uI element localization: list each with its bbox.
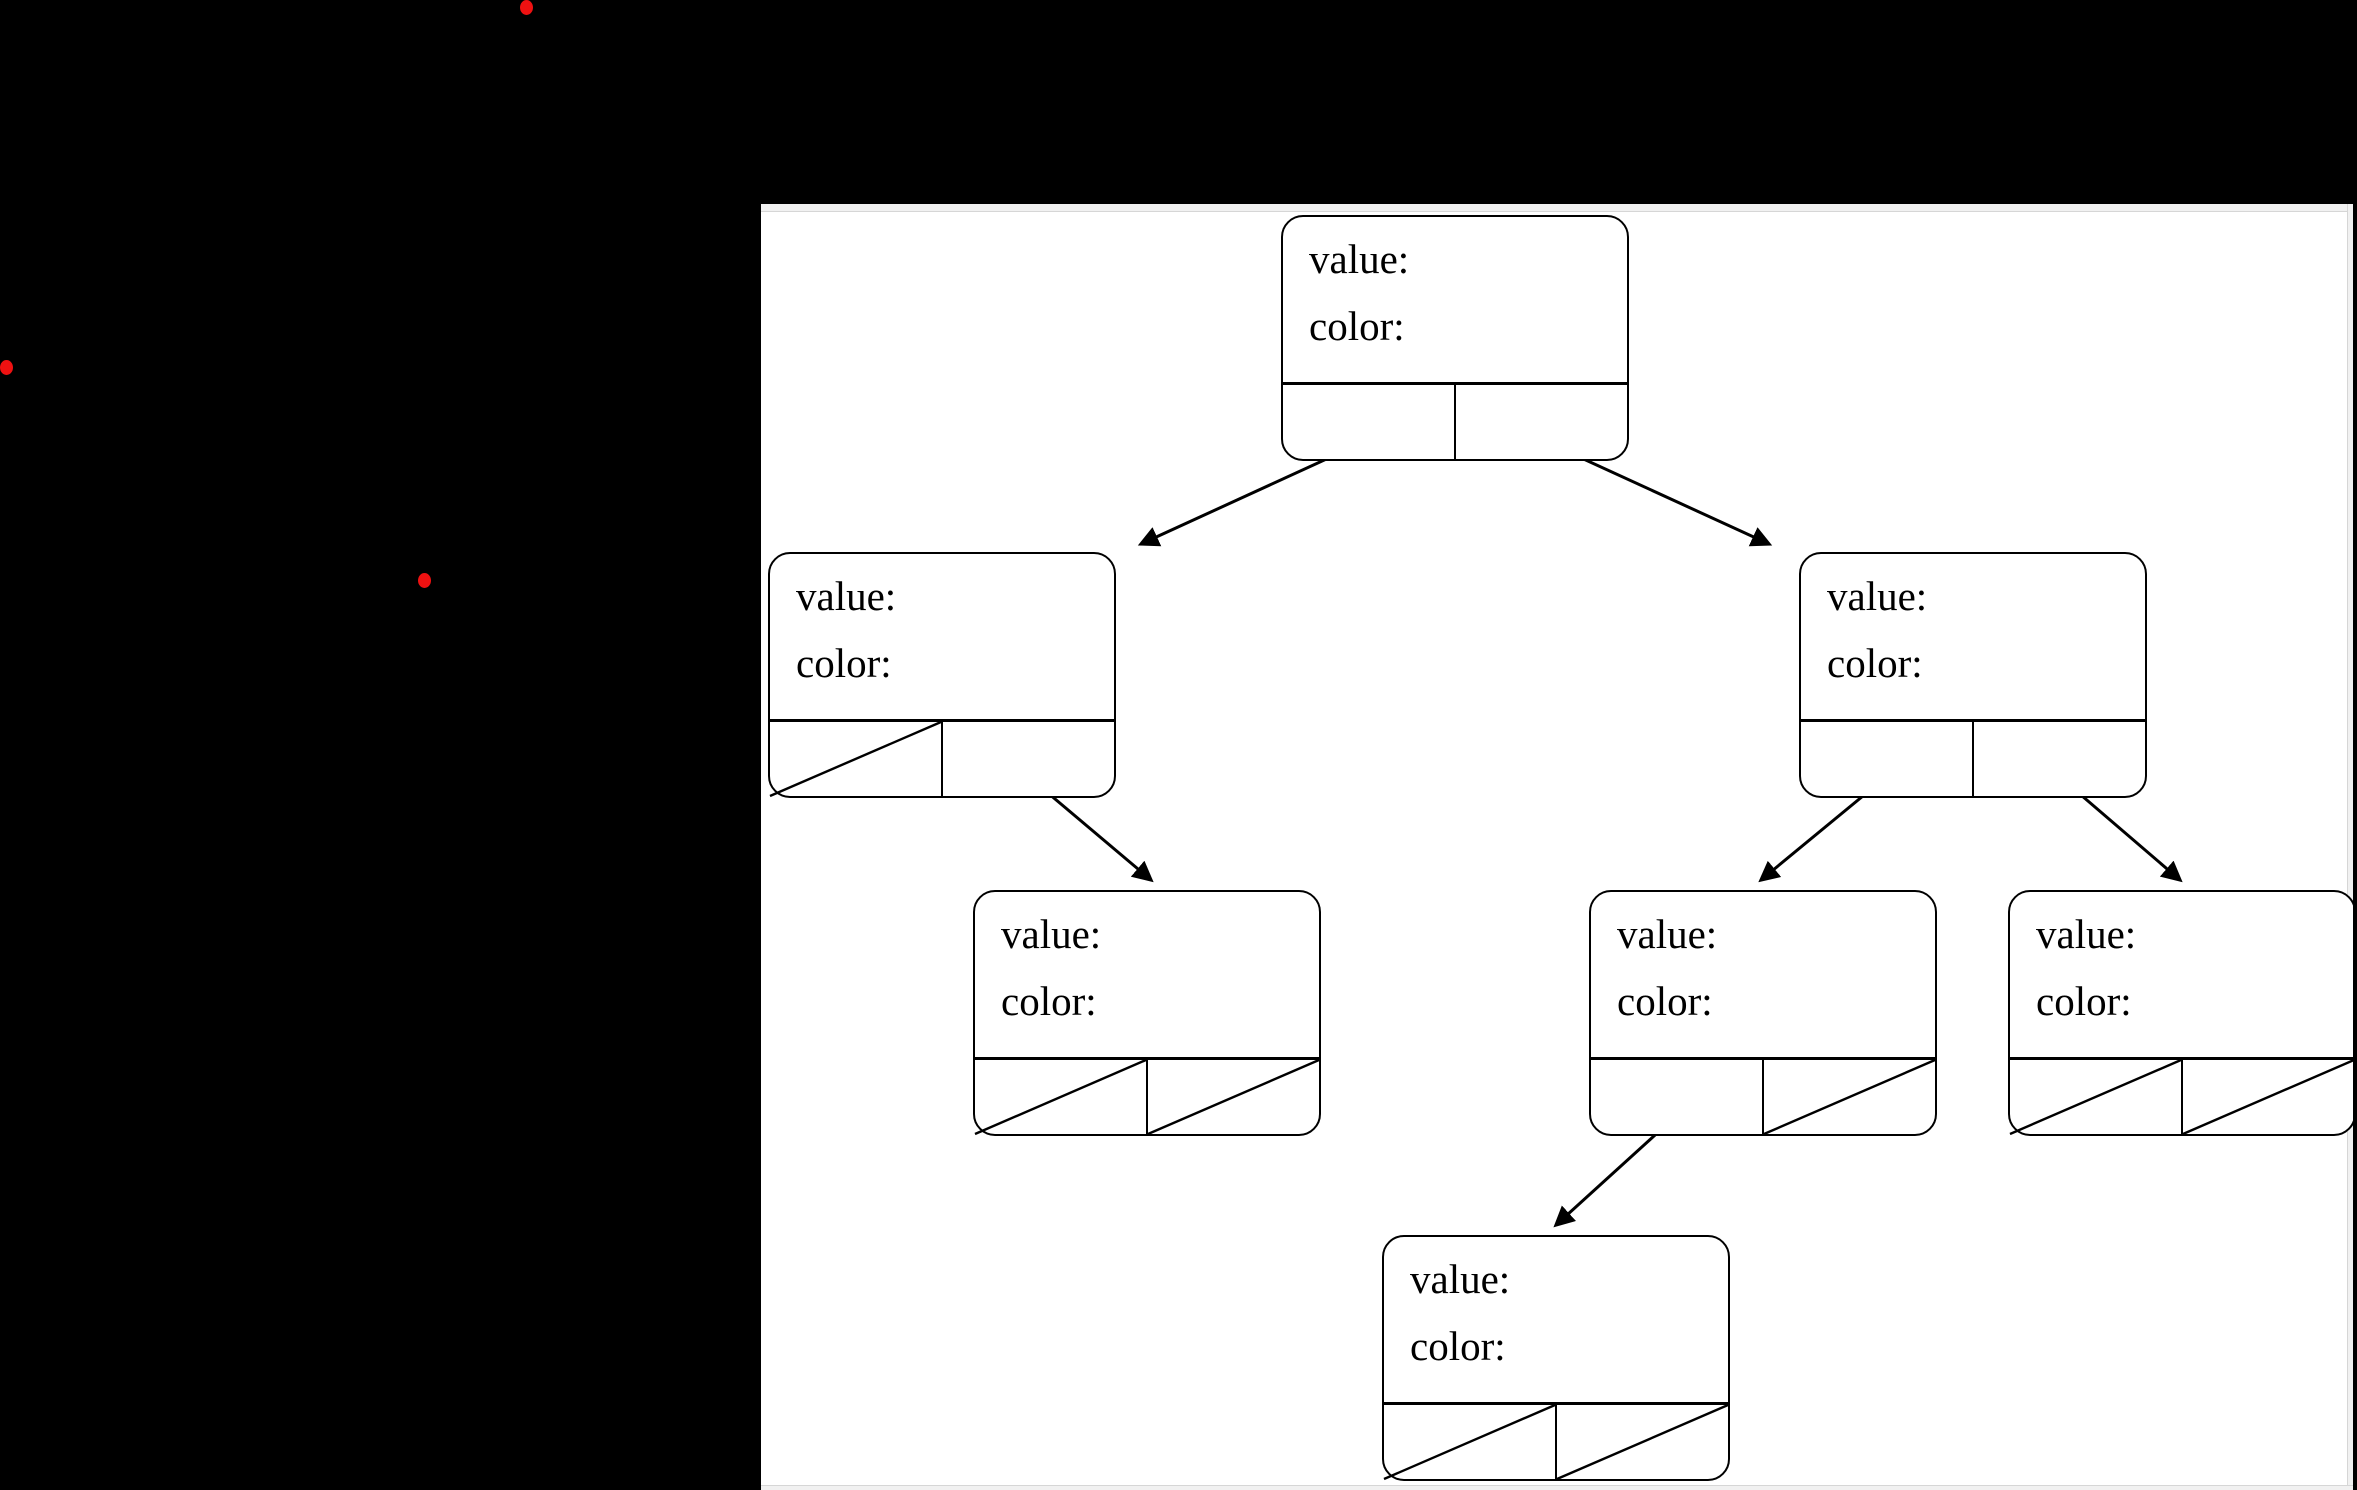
marker-dot-left — [0, 360, 13, 375]
left-pointer-cell-null[interactable] — [770, 722, 941, 796]
right-pointer-cell[interactable] — [1454, 385, 1627, 459]
null-slash-icon — [1148, 1060, 1319, 1134]
pointer-row — [1801, 719, 2145, 796]
node-fields: value: color: — [1801, 554, 2145, 724]
field-value-label: value: — [1410, 1256, 1511, 1302]
right-pointer-cell-null[interactable] — [1555, 1405, 1728, 1479]
node-fields: value: color: — [1384, 1237, 1728, 1407]
tree-node-leaf-d[interactable]: value: color: — [1382, 1235, 1730, 1481]
right-pointer-cell-null[interactable] — [1762, 1060, 1935, 1134]
panel-bottom-chrome — [761, 1485, 2353, 1490]
field-color-label: color: — [1617, 978, 1713, 1024]
pointer-row — [975, 1057, 1319, 1134]
left-pointer-cell[interactable] — [1801, 722, 1972, 796]
null-slash-icon — [1764, 1060, 1935, 1134]
tree-node-root[interactable]: value: color: — [1281, 215, 1629, 461]
field-value-label: value: — [796, 573, 897, 619]
pointer-row — [1384, 1402, 1728, 1479]
pointer-row — [2010, 1057, 2353, 1134]
marker-dot-middle — [418, 573, 431, 588]
field-color-label: color: — [2036, 978, 2132, 1024]
pointer-row — [1283, 382, 1627, 459]
null-slash-icon — [2183, 1060, 2353, 1134]
panel-top-chrome — [761, 204, 2353, 212]
node-fields: value: color: — [1591, 892, 1935, 1062]
field-color-label: color: — [1001, 978, 1097, 1024]
null-slash-icon — [1384, 1405, 1555, 1479]
tree-node-leaf-b[interactable]: value: color: — [1589, 890, 1937, 1136]
field-value-label: value: — [1827, 573, 1928, 619]
field-value-label: value: — [1001, 911, 1102, 957]
right-pointer-cell-null[interactable] — [1146, 1060, 1319, 1134]
field-value-label: value: — [1617, 911, 1718, 957]
tree-node-leaf-c[interactable]: value: color: — [2008, 890, 2353, 1136]
right-pointer-cell[interactable] — [1972, 722, 2145, 796]
node-fields: value: color: — [770, 554, 1114, 724]
node-fields: value: color: — [975, 892, 1319, 1062]
pointer-row — [770, 719, 1114, 796]
field-color-label: color: — [1410, 1323, 1506, 1369]
node-fields: value: color: — [1283, 217, 1627, 387]
field-value-label: value: — [2036, 911, 2137, 957]
marker-dot-top — [520, 0, 533, 15]
pointer-row — [1591, 1057, 1935, 1134]
node-fields: value: color: — [2010, 892, 2353, 1062]
field-color-label: color: — [1827, 640, 1923, 686]
null-slash-icon — [1557, 1405, 1728, 1479]
left-pointer-cell[interactable] — [1283, 385, 1454, 459]
diagram-viewport[interactable]: value: color: value: color: — [761, 204, 2353, 1490]
vertical-scrollbar[interactable] — [2347, 204, 2353, 1490]
right-pointer-cell-null[interactable] — [2181, 1060, 2353, 1134]
null-slash-icon — [2010, 1060, 2181, 1134]
left-pointer-cell[interactable] — [1591, 1060, 1762, 1134]
field-value-label: value: — [1309, 236, 1410, 282]
null-slash-icon — [975, 1060, 1146, 1134]
field-color-label: color: — [796, 640, 892, 686]
null-slash-icon — [770, 722, 941, 796]
tree-node-left-child[interactable]: value: color: — [768, 552, 1116, 798]
left-pointer-cell-null[interactable] — [975, 1060, 1146, 1134]
right-pointer-cell[interactable] — [941, 722, 1114, 796]
tree-node-leaf-a[interactable]: value: color: — [973, 890, 1321, 1136]
field-color-label: color: — [1309, 303, 1405, 349]
left-pointer-cell-null[interactable] — [2010, 1060, 2181, 1134]
tree-node-right-child[interactable]: value: color: — [1799, 552, 2147, 798]
left-pointer-cell-null[interactable] — [1384, 1405, 1555, 1479]
